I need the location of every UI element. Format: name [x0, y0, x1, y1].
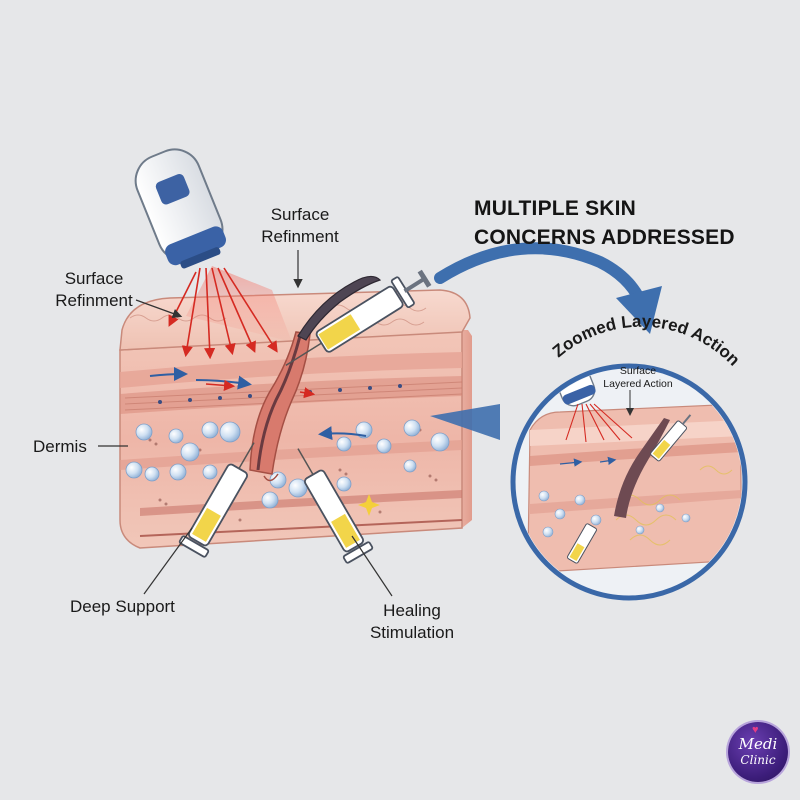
headline-line-2: CONCERNS ADDRESSED [474, 226, 735, 249]
label-surface-refinment-top: Surface Refinment [258, 204, 342, 248]
heart-icon: ♥ [752, 724, 759, 736]
headline-line-1: MULTIPLE SKIN [474, 197, 637, 220]
label-surface-refinment-top-line-1: Surface [270, 205, 330, 224]
label-deep-support: Deep Support [70, 597, 175, 616]
leader-lines [98, 250, 393, 597]
zoom-inner-label-line-1: Surface [619, 365, 657, 377]
badge-line-1: Medi [738, 735, 778, 753]
zoom-inner-label: Surface Layered Action [592, 365, 684, 391]
label-healing-stimulation: Healing Stimulation [360, 600, 464, 644]
label-healing-stimulation-line-1: Healing [383, 601, 441, 620]
clinic-logo-icon: ♥ Medi Clinic [728, 722, 788, 782]
curved-arrow-icon [434, 242, 662, 334]
label-healing-stimulation-line-2: Stimulation [369, 623, 455, 642]
label-surface-refinment-left-line-1: Surface [64, 269, 124, 288]
badge-line-2: Clinic [740, 753, 776, 767]
label-surface-refinment-left: Surface Refinment [42, 268, 146, 312]
laser-handpiece-icon [134, 148, 292, 360]
zoom-inset: Zoomed Layered Action [510, 312, 748, 601]
zoom-title: Zoomed Layered Action [549, 312, 744, 370]
label-surface-refinment-top-line-2: Refinment [261, 227, 339, 246]
label-dermis: Dermis [33, 437, 87, 456]
syringe-icon [178, 269, 432, 564]
skin-block [119, 275, 472, 549]
label-surface-refinment-left-line-2: Refinment [55, 291, 133, 310]
hydration-bubbles [125, 419, 450, 509]
zoom-connector [430, 404, 500, 440]
headline: MULTIPLE SKIN CONCERNS ADDRESSED [474, 194, 774, 252]
zoom-inner-label-line-2: Layered Action [603, 378, 673, 390]
hair-follicle-icon [249, 275, 382, 482]
